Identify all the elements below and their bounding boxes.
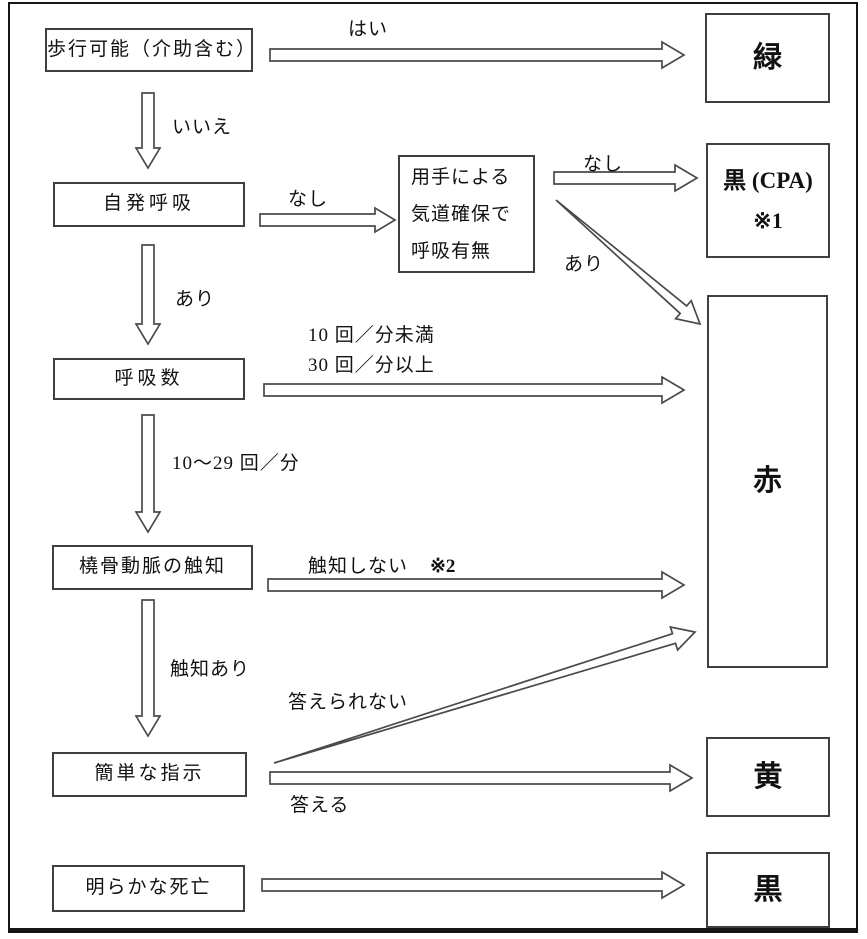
airway-check-line2: 気道確保で [411, 203, 512, 225]
note2-marker: ※2 [430, 556, 456, 577]
outcome-red: 赤 [707, 295, 828, 668]
arrow-no-down [134, 92, 162, 170]
edge-label-no-breathing: なし [288, 189, 329, 210]
edge-label-breathing-after-airway: あり [564, 254, 605, 275]
arrow-none-to-airway [259, 206, 397, 234]
outcome-green: 緑 [705, 13, 830, 103]
edge-label-answers: 答える [290, 795, 350, 816]
arrow-answers-to-yellow [269, 763, 694, 793]
arrow-present-down [134, 244, 162, 346]
edge-label-rate-10-29: 10～29 回／分 [172, 453, 300, 474]
edge-label-rate-over-30: 30 回／分以上 [308, 355, 435, 376]
node-obvious-death: 明らかな死亡 [52, 865, 245, 912]
edge-label-no-breathing-after-airway: なし [583, 154, 624, 175]
outcome-black-cpa: 黒 (CPA) ※1 [706, 143, 830, 258]
outcome-black: 黒 [706, 852, 830, 928]
arrow-palpation-down [134, 599, 162, 738]
outer-frame [8, 2, 858, 933]
edge-label-cannot-answer: 答えられない [288, 692, 409, 713]
arrow-present-to-red [555, 199, 702, 326]
node-radial-artery-palpation: 橈骨動脈の触知 [52, 545, 253, 590]
edge-label-yes: はい [348, 19, 389, 40]
edge-label-no: いいえ [172, 117, 233, 138]
node-manual-airway-check: 用手による 気道確保で 呼吸有無 [398, 155, 535, 273]
edge-label-palpation-present: 触知あり [170, 659, 251, 680]
edge-label-rate-under-10: 10 回／分未満 [308, 325, 435, 346]
outcome-black-cpa-label: 黒 (CPA) [723, 168, 813, 193]
node-spontaneous-breathing: 自発呼吸 [53, 182, 245, 227]
node-simple-commands: 簡単な指示 [52, 752, 247, 797]
node-respiratory-rate: 呼吸数 [53, 358, 245, 400]
arrow-rate-to-red [263, 375, 686, 405]
outcome-black-cpa-note1: ※1 [753, 207, 783, 233]
airway-check-line3: 呼吸有無 [411, 240, 492, 262]
arrow-range-down [134, 414, 162, 534]
arrow-yes-to-green [269, 40, 686, 70]
edge-label-no-palpation: 触知しない ※2 [308, 551, 455, 578]
arrow-cannot-answer-to-red [273, 625, 697, 764]
edge-label-breathing-present: あり [175, 289, 216, 310]
node-walkable: 歩行可能（介助含む） [45, 28, 255, 72]
outcome-yellow: 黄 [706, 737, 830, 817]
arrow-death-to-black [261, 870, 686, 900]
edge-label-no-palpation-text: 触知しない [308, 556, 409, 577]
arrow-no-palpation-to-red [267, 570, 686, 600]
airway-check-line1: 用手による [411, 166, 511, 188]
arrow-none-to-black-cpa [553, 163, 699, 193]
